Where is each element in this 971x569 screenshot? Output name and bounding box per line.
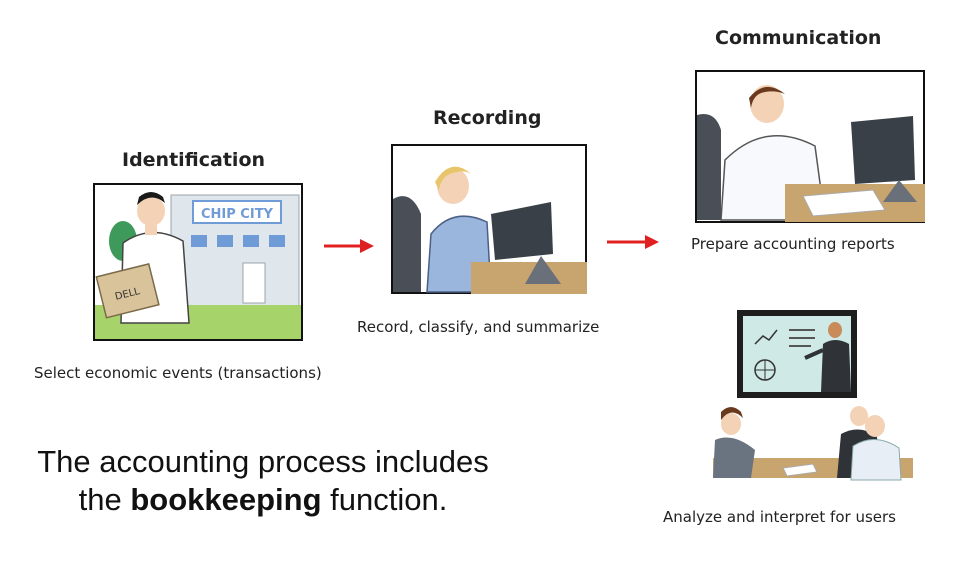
communication-users-illustration — [703, 308, 913, 493]
summary-line-1: The accounting process includes — [37, 444, 489, 479]
identification-title: Identification — [122, 149, 266, 171]
bookkeeping-term: bookkeeping — [130, 482, 322, 517]
communication-reports-illustration — [695, 70, 925, 223]
communication-reports-caption: Prepare accounting reports — [691, 235, 895, 253]
recording-title: Recording — [433, 107, 542, 129]
identification-illustration: CHIP CITY DELL — [93, 183, 303, 341]
summary-line-2: the bookkeeping function. — [28, 481, 498, 519]
summary-line-2-prefix: the — [78, 482, 131, 517]
arrow-to-communication — [607, 232, 659, 252]
store-sign: CHIP CITY — [201, 207, 274, 222]
recording-caption: Record, classify, and summarize — [357, 318, 600, 336]
summary-text: The accounting process includes the book… — [28, 443, 498, 519]
communication-users-caption: Analyze and interpret for users — [663, 508, 896, 526]
arrow-to-recording — [324, 236, 374, 256]
identification-caption: Select economic events (transactions) — [34, 364, 322, 382]
communication-title: Communication — [715, 27, 882, 49]
summary-line-2-suffix: function. — [321, 482, 448, 517]
recording-illustration — [391, 144, 587, 294]
